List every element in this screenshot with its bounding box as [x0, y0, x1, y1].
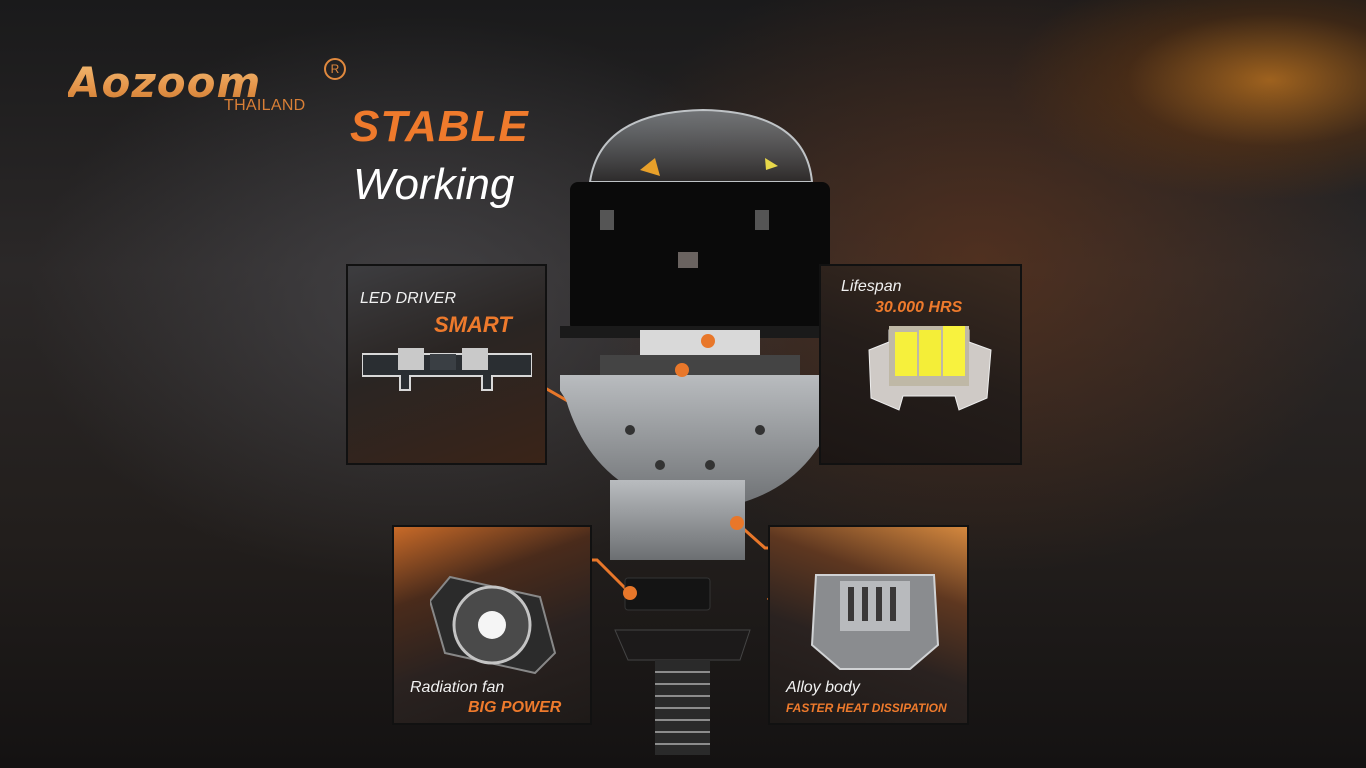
feature-card-lifespan: Lifespan 30.000 HRS — [819, 264, 1022, 465]
feature-title: Lifespan — [841, 278, 902, 295]
projector-headlight-illustration — [560, 108, 850, 755]
brand-region: THAILAND — [224, 97, 306, 114]
base-flange — [614, 629, 751, 661]
feature-title: Alloy body — [786, 679, 860, 696]
led-driver-pcb-icon — [362, 348, 532, 391]
feature-title: Radiation fan — [410, 679, 505, 696]
feature-card-fan: Radiation fan BIG POWER — [392, 525, 592, 725]
brand-logo: Aozoom R THAILAND — [68, 58, 358, 118]
feature-card-alloy-body: Alloy body FASTER HEAT DISSIPATION — [768, 525, 969, 725]
feature-highlight: SMART — [434, 312, 512, 337]
feature-title: LED DRIVER — [360, 290, 457, 307]
headline-secondary: Working — [353, 160, 515, 209]
headline-primary: STABLE — [350, 102, 529, 151]
heat-sink — [610, 480, 745, 560]
feature-highlight: BIG POWER — [468, 699, 562, 716]
feature-card-led-driver: LED DRIVER SMART — [346, 264, 547, 465]
alloy-bracket-icon — [810, 574, 940, 670]
lens-dome — [588, 108, 814, 183]
brand-name: Aozoom — [68, 58, 262, 107]
feature-highlight: 30.000 HRS — [875, 299, 963, 316]
led-chip-icon — [868, 326, 992, 411]
cooling-fan-icon — [430, 575, 557, 675]
registered-trademark-icon: R — [324, 58, 346, 80]
feature-highlight: FASTER HEAT DISSIPATION — [786, 701, 947, 715]
bracket — [560, 375, 850, 510]
